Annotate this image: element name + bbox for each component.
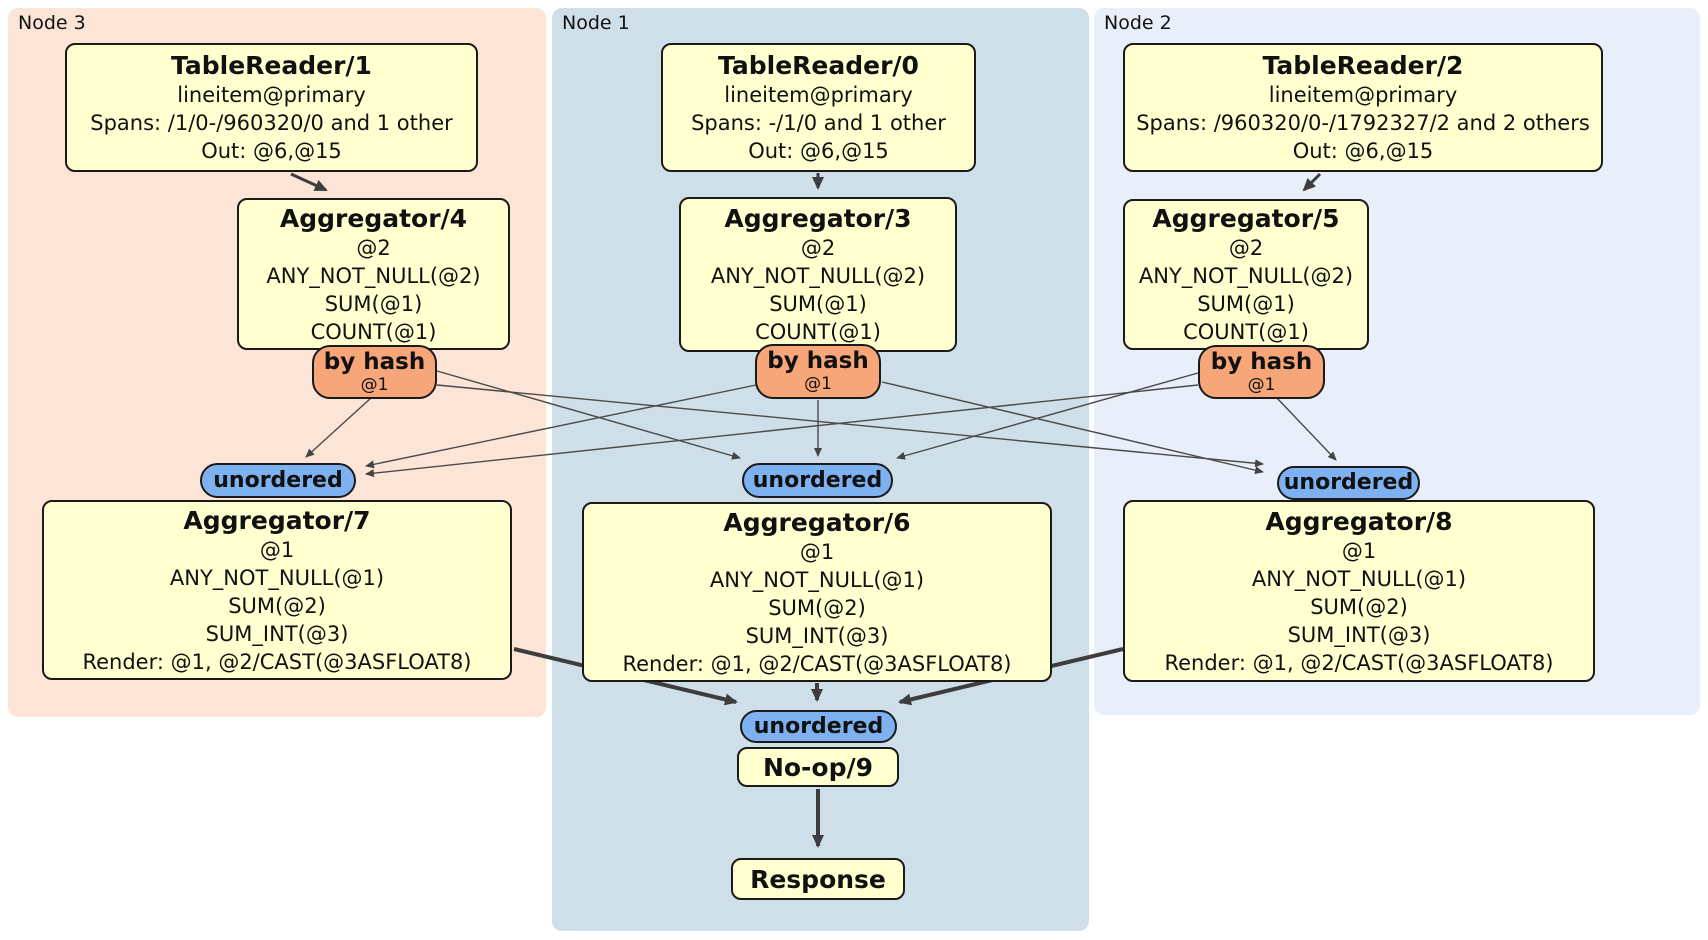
- processor-title: No-op/9: [762, 752, 874, 782]
- panel-node-3-label: Node 3: [18, 12, 86, 34]
- router-label: by hash: [1210, 348, 1313, 375]
- processor-detail: SUM(@2): [228, 593, 326, 618]
- router-key: @1: [804, 374, 832, 394]
- processor-aggregator-6: Aggregator/6 @1 ANY_NOT_NULL(@1) SUM(@2)…: [582, 502, 1052, 682]
- processor-title: Aggregator/6: [723, 507, 911, 537]
- processor-detail: SUM_INT(@3): [205, 621, 349, 646]
- processor-detail: ANY_NOT_NULL(@2): [266, 263, 481, 288]
- processor-detail: ANY_NOT_NULL(@2): [1138, 264, 1354, 288]
- processor-detail: @2: [356, 235, 391, 260]
- processor-detail: Spans: -/1/0 and 1 other: [691, 111, 946, 135]
- router-label: by hash: [767, 348, 869, 374]
- processor-title: Aggregator/5: [1152, 204, 1340, 233]
- router-label: by hash: [323, 348, 426, 375]
- processor-title: Aggregator/7: [183, 505, 371, 535]
- processor-detail: Render: @1, @2/CAST(@3ASFLOAT8): [82, 649, 472, 674]
- sync-unordered-final: unordered: [740, 710, 897, 743]
- processor-detail: Out: @6,@15: [1292, 139, 1434, 163]
- sync-unordered-node2: unordered: [1277, 466, 1420, 500]
- processor-noop-9: No-op/9: [737, 747, 899, 787]
- edges-tablereader-to-aggregator: [290, 172, 1322, 192]
- processor-detail: ANY_NOT_NULL(@1): [1251, 566, 1467, 591]
- processor-detail: SUM(@1): [324, 291, 423, 316]
- processor-detail: ANY_NOT_NULL(@2): [710, 264, 926, 288]
- panel-node-1-label: Node 1: [562, 12, 630, 34]
- panel-node-2-label: Node 2: [1104, 12, 1172, 34]
- processor-detail: COUNT(@1): [1183, 320, 1309, 344]
- processor-detail: ANY_NOT_NULL(@1): [709, 567, 925, 592]
- hash-router-node2: by hash @1: [1198, 345, 1325, 399]
- processor-title: Aggregator/3: [724, 204, 912, 233]
- edges-hash-router-streams: [305, 370, 1337, 478]
- processor-detail: lineitem@primary: [724, 83, 913, 107]
- processor-title: Aggregator/4: [279, 203, 468, 233]
- sync-label: unordered: [213, 467, 343, 493]
- processor-aggregator-4: Aggregator/4 @2 ANY_NOT_NULL(@2) SUM(@1)…: [237, 198, 510, 350]
- processor-aggregator-8: Aggregator/8 @1 ANY_NOT_NULL(@1) SUM(@2)…: [1123, 500, 1595, 682]
- processor-detail: Render: @1, @2/CAST(@3ASFLOAT8): [1164, 650, 1554, 675]
- processor-tablereader-2: TableReader/2 lineitem@primary Spans: /9…: [1123, 43, 1603, 172]
- processor-aggregator-3: Aggregator/3 @2 ANY_NOT_NULL(@2) SUM(@1)…: [679, 197, 957, 352]
- processor-aggregator-5: Aggregator/5 @2 ANY_NOT_NULL(@2) SUM(@1)…: [1123, 199, 1369, 350]
- processor-title: Aggregator/8: [1265, 506, 1453, 536]
- processor-detail: Spans: /1/0-/960320/0 and 1 other: [90, 111, 453, 135]
- hash-router-node3: by hash @1: [312, 345, 437, 399]
- router-key: @1: [1247, 374, 1276, 395]
- processor-detail: SUM_INT(@3): [1287, 622, 1431, 647]
- processor-title: TableReader/1: [171, 51, 372, 80]
- processor-detail: SUM_INT(@3): [745, 623, 889, 648]
- processor-tablereader-1: TableReader/1 lineitem@primary Spans: /1…: [65, 43, 478, 172]
- sync-unordered-node3: unordered: [200, 463, 356, 498]
- hash-router-node1: by hash @1: [755, 344, 881, 399]
- processor-title: TableReader/2: [1262, 51, 1464, 80]
- processor-detail: ANY_NOT_NULL(@1): [169, 565, 385, 590]
- processor-tablereader-0: TableReader/0 lineitem@primary Spans: -/…: [661, 43, 976, 172]
- processor-detail: SUM(@2): [768, 595, 866, 620]
- processor-detail: COUNT(@1): [310, 319, 437, 344]
- sync-label: unordered: [753, 713, 884, 739]
- sync-label: unordered: [752, 467, 883, 493]
- processor-detail: @1: [259, 537, 295, 562]
- processor-response: Response: [731, 858, 905, 900]
- processor-detail: COUNT(@1): [755, 320, 881, 344]
- sync-label: unordered: [1283, 470, 1414, 495]
- processor-detail: lineitem@primary: [177, 83, 366, 107]
- processor-detail: SUM(@1): [1197, 292, 1295, 316]
- processor-detail: @2: [800, 236, 836, 260]
- sync-unordered-node1: unordered: [742, 463, 893, 498]
- processor-detail: @1: [799, 539, 835, 564]
- processor-detail: Out: @6,@15: [201, 139, 342, 163]
- processor-detail: SUM(@2): [1310, 594, 1408, 619]
- processor-detail: Render: @1, @2/CAST(@3ASFLOAT8): [622, 651, 1012, 676]
- processor-detail: Out: @6,@15: [748, 139, 889, 163]
- processor-title: Response: [750, 864, 886, 894]
- processor-detail: @2: [1228, 236, 1264, 260]
- processor-aggregator-7: Aggregator/7 @1 ANY_NOT_NULL(@1) SUM(@2)…: [42, 500, 512, 680]
- router-key: @1: [360, 374, 389, 395]
- processor-detail: @1: [1341, 538, 1377, 563]
- processor-title: TableReader/0: [718, 51, 919, 80]
- processor-detail: lineitem@primary: [1268, 83, 1458, 107]
- processor-detail: SUM(@1): [769, 292, 867, 316]
- processor-detail: Spans: /960320/0-/1792327/2 and 2 others: [1136, 111, 1590, 135]
